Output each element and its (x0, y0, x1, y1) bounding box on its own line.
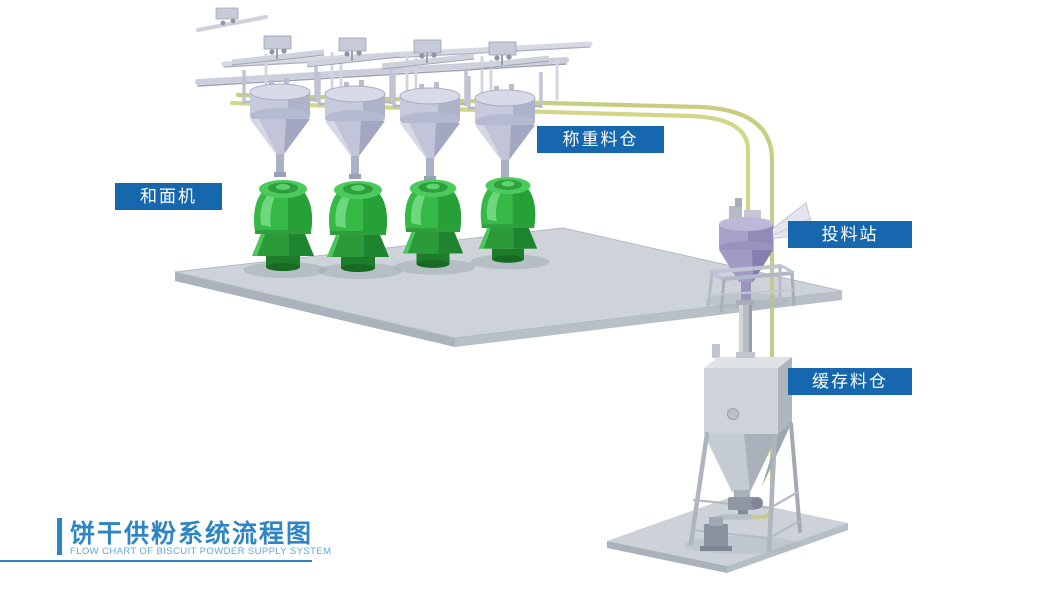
label-weighing-silo: 称重料仓 (537, 126, 664, 153)
label-feeding-station: 投料站 (788, 221, 912, 248)
label-dough-mixer: 和面机 (115, 183, 222, 210)
page-title: 饼干供粉系统流程图 (70, 520, 314, 548)
buffer-silo (704, 344, 792, 497)
silo-support-legs (688, 422, 802, 552)
transfer-pipe (736, 300, 755, 362)
label-buffer-silo: 缓存料仓 (788, 368, 912, 395)
title-accent-bar (57, 518, 62, 555)
page-subtitle: FLOW CHART OF BISCUIT POWDER SUPPLY SYST… (70, 546, 332, 557)
title-underline (0, 560, 312, 562)
discharge-blower-unit (700, 497, 763, 551)
